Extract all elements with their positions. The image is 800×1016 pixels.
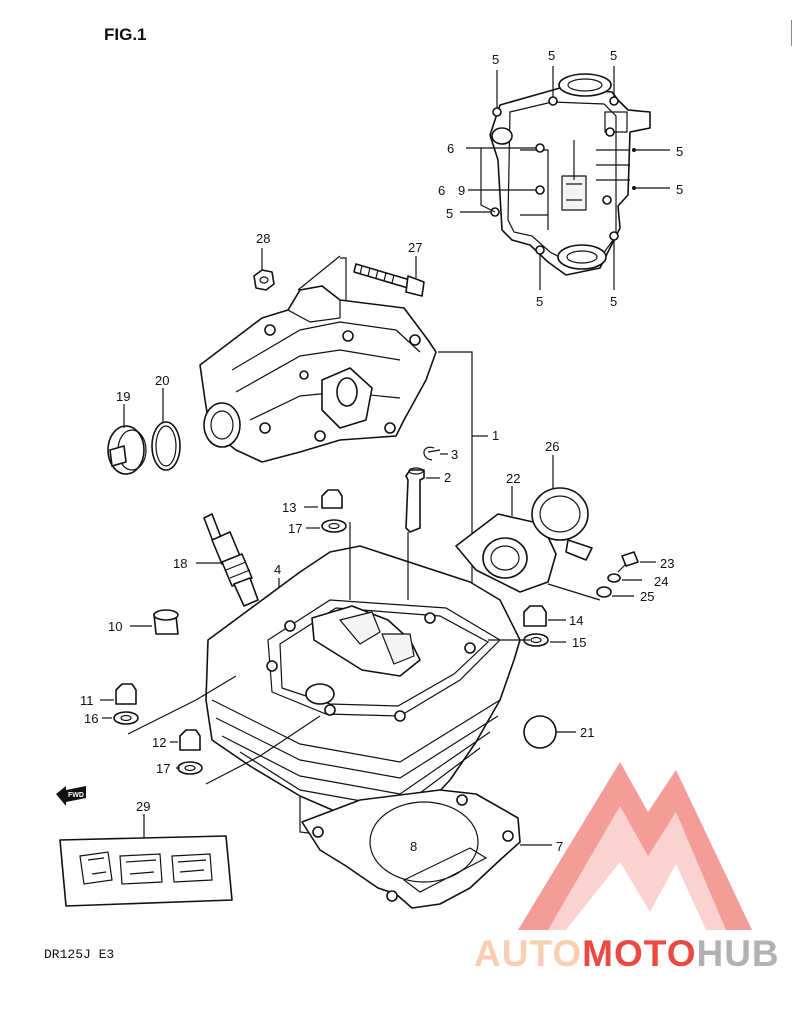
callout-5: 5 [610,294,617,309]
callout-2: 2 [444,470,451,485]
screw-23 [617,551,656,573]
intake-pipe-22 [455,486,557,593]
plug-21 [523,715,576,749]
callout-5: 5 [676,144,683,159]
callout-5: 5 [536,294,543,309]
figure-title: FIG.1 [104,25,147,44]
callout-12: 12 [152,735,166,750]
callout-25: 25 [640,589,654,604]
svg-text:AUTOMOTOHUB: AUTOMOTOHUB [474,933,780,974]
automotohub-logo: AUTOMOTOHUB [474,762,780,974]
model-code: DR125J E3 [44,947,114,962]
gasket-kit-29 [59,814,233,907]
intake-clamp-26 [531,455,593,561]
callout-6: 6 [447,141,454,156]
washer-16 [102,675,237,735]
watermark-auto: AUTO [474,933,582,974]
cylinder-head-gasket-7 [301,789,552,909]
nut-14 [523,605,566,627]
callout-14: 14 [569,613,583,628]
callout-28: 28 [256,231,270,246]
callout-19: 19 [116,389,130,404]
washer-24 [607,573,642,583]
callout-13: 13 [282,500,296,515]
callout-labels: 5 5 5 5 5 5 5 5 6 6 9 28 27 20 19 1 26 3… [80,48,683,854]
callout-23: 23 [660,556,674,571]
cap-10 [130,609,179,635]
forward-arrow-icon: FWD [56,786,86,806]
watermark-moto: MOTO [582,933,696,974]
callout-5: 5 [610,48,617,63]
callout-22: 22 [506,471,520,486]
callout-8: 8 [410,839,417,854]
callout-15: 15 [572,635,586,650]
callout-4: 4 [274,562,281,577]
washer-17-upper [306,519,347,533]
nut-11 [100,683,137,705]
valve-guide-2 [405,467,440,533]
callout-27: 27 [408,240,422,255]
cylinder-head-cover-plan [460,66,670,290]
callout-9: 9 [458,183,465,198]
cover-plug-19 [107,404,147,475]
callout-7: 7 [556,839,563,854]
callout-24: 24 [654,574,668,589]
callout-5: 5 [548,48,555,63]
valve-clip-3 [423,446,448,461]
callout-10: 10 [108,619,122,634]
callout-11: 11 [80,693,94,708]
washer-17-lower [176,715,321,785]
callout-26: 26 [545,439,559,454]
o-ring-20 [151,388,181,471]
callout-5: 5 [446,206,453,221]
cylinder-head-cover [199,255,437,463]
watermark-hub: HUB [696,933,779,974]
callout-6: 6 [438,183,445,198]
callout-16: 16 [84,711,98,726]
cover-bolt-27 [353,256,425,297]
cylinder-head [205,522,521,867]
spark-plug-18 [196,513,259,607]
nut-12 [170,729,201,751]
callout-20: 20 [155,373,169,388]
callout-29: 29 [136,799,150,814]
callout-17: 17 [156,761,170,776]
edge-registration-mark [791,20,798,46]
callout-18: 18 [173,556,187,571]
callout-5: 5 [492,52,499,67]
callout-21: 21 [580,725,594,740]
fwd-label: FWD [68,792,84,799]
washer-15 [488,633,566,647]
callout-17: 17 [288,521,302,536]
nut-13 [304,489,343,509]
callout-3: 3 [451,447,458,462]
cover-nut-28 [253,248,275,291]
callout-5: 5 [676,182,683,197]
callout-1: 1 [492,428,499,443]
washer-25 [596,586,634,598]
